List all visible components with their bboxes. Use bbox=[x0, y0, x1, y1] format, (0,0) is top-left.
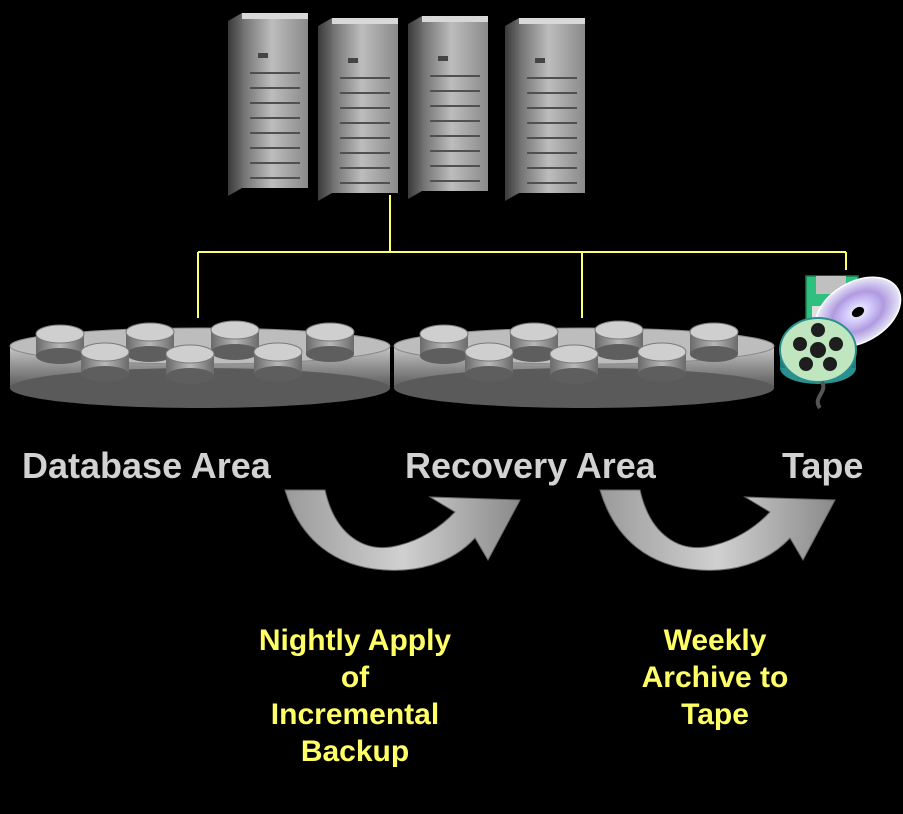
nightly-apply-caption: Nightly Apply of Incremental Backup bbox=[258, 624, 452, 768]
recovery-disk-array-icon bbox=[394, 321, 774, 408]
tape-reel-disc-icon bbox=[779, 275, 902, 410]
recovery-area-label: Recovery Area bbox=[405, 445, 656, 486]
curved-arrow-icon bbox=[599, 489, 836, 571]
curved-arrow-icon bbox=[284, 489, 521, 571]
database-disk-array-icon bbox=[10, 321, 390, 408]
server-rack-icon bbox=[227, 12, 586, 202]
database-area-label: Database Area bbox=[22, 445, 271, 486]
tape-label: Tape bbox=[782, 445, 864, 486]
connector-lines bbox=[197, 195, 847, 318]
weekly-archive-caption: Weekly Archive to Tape bbox=[641, 624, 789, 731]
